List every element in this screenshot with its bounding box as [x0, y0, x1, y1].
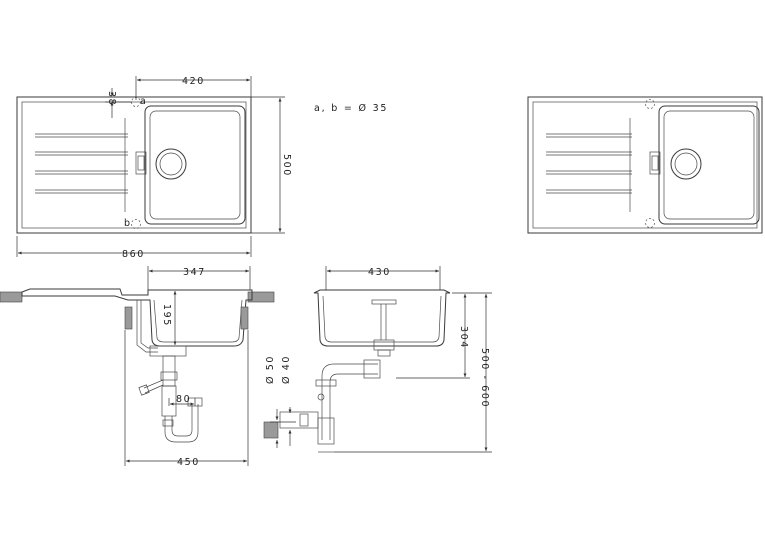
overflow-pipe — [136, 300, 158, 353]
drain-icon — [670, 148, 702, 180]
drainboard-grooves — [35, 118, 128, 212]
dim-430: 430 — [368, 267, 391, 278]
dim-304: 304 — [458, 326, 469, 349]
overflow-bracket — [371, 299, 397, 305]
sink-outline — [16, 96, 252, 234]
bowl-inner — [149, 110, 241, 220]
label-b: b — [124, 218, 132, 229]
tap-hole-icon — [645, 99, 655, 109]
dim-500: 500 — [281, 154, 292, 177]
profile-section-view: 430 304 500 - 600 Ø 50 Ø 40 — [263, 266, 492, 453]
tap-hole-icon — [645, 218, 655, 228]
sink-inner-rim — [21, 101, 247, 229]
dim-347: 347 — [183, 267, 206, 278]
dim-pipe-50: Ø 50 — [265, 355, 276, 384]
countertop-left — [0, 291, 23, 303]
dim-420: 420 — [182, 76, 205, 87]
drain-connector — [149, 345, 187, 357]
connector-icon — [317, 393, 325, 401]
cabinet-side-right — [240, 306, 249, 330]
profile-bowl — [313, 289, 451, 347]
waste-pipe — [321, 363, 378, 440]
dim-450: 450 — [177, 457, 200, 468]
cabinet-side-left — [124, 306, 133, 330]
branch-outlet — [279, 411, 319, 429]
tailpiece — [162, 355, 176, 387]
wall-connector — [263, 421, 279, 439]
dim-500-600: 500 - 600 — [479, 348, 490, 408]
sink-profile — [21, 288, 253, 347]
drain-icon — [155, 148, 187, 180]
dim-860: 860 — [122, 249, 145, 260]
profile-trap — [317, 417, 335, 445]
dim-38: 38 — [106, 91, 117, 106]
front-section-view: 347 195 80 450 — [0, 266, 275, 468]
p-trap — [164, 404, 199, 443]
label-a: a — [140, 96, 147, 107]
top-view: a b 420 38 500 860 — [16, 76, 292, 260]
profile-drain — [373, 339, 395, 351]
top-view-plain — [527, 96, 763, 234]
dim-80: 80 — [176, 394, 191, 405]
countertop-right — [247, 291, 275, 303]
trap-pipe — [161, 385, 177, 417]
dim-pipe-40: Ø 40 — [281, 355, 292, 384]
bowl-outline — [144, 105, 246, 225]
dim-195: 195 — [161, 304, 172, 327]
hole-diameter-note: a, b = Ø 35 — [314, 103, 388, 114]
tap-hole-b-icon — [131, 219, 141, 229]
overflow-icon — [135, 151, 147, 175]
